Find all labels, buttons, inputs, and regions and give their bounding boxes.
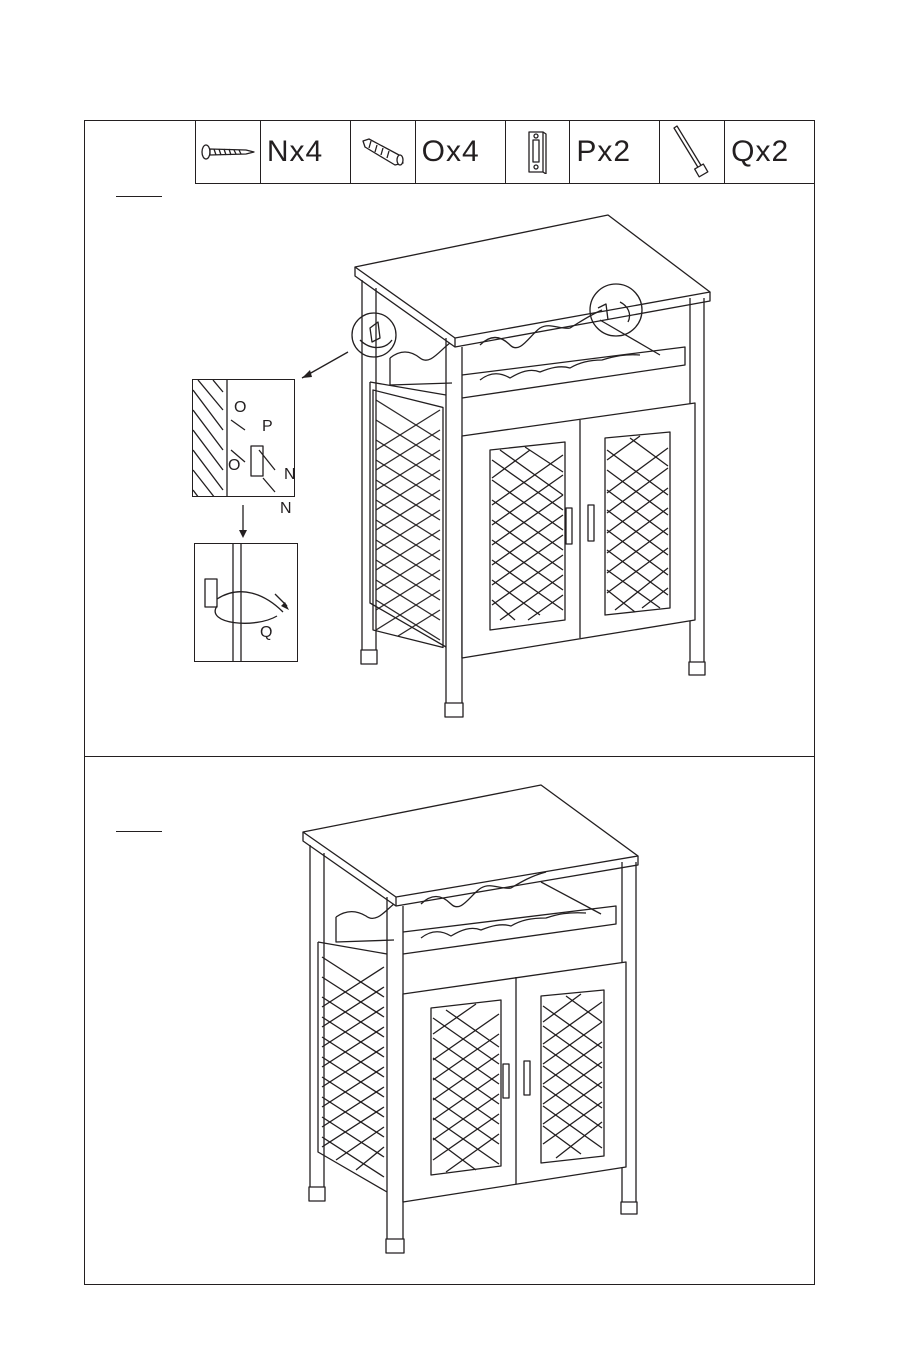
cable-tie-icon	[660, 120, 725, 183]
label-q: Q	[260, 625, 272, 641]
step-number-placeholder-1	[116, 196, 162, 197]
part-p-label: Px2	[576, 137, 631, 167]
hardware-strip: Nx4 Ox4 Px2 Qx2	[195, 120, 815, 184]
cabinet-drawing-step2	[296, 782, 646, 1262]
detail-arrows	[230, 350, 350, 540]
part-o-label: Ox4	[422, 137, 480, 167]
wall-anchor-icon	[351, 120, 416, 183]
cabinet-drawing-step1	[340, 210, 720, 725]
bracket-plate-icon	[506, 120, 571, 183]
part-q-label: Qx2	[731, 137, 789, 167]
step-divider	[84, 756, 815, 757]
part-n-label: Nx4	[267, 137, 323, 167]
screw-icon	[196, 120, 261, 183]
detail-cable-tie-box	[194, 543, 298, 662]
step-number-placeholder-2	[116, 831, 162, 832]
